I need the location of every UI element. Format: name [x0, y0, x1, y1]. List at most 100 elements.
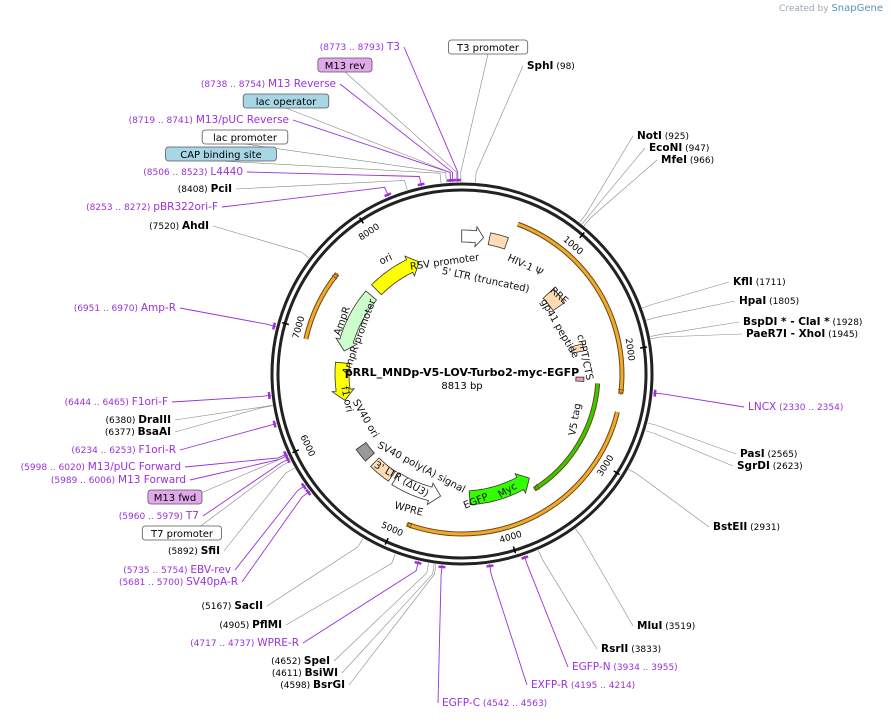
site-exfp-r[interactable]: EXFP-R (4195 .. 4214) [531, 679, 635, 691]
scale-tick-label: 8000 [357, 222, 382, 243]
feature-v5-tag[interactable] [575, 376, 585, 382]
leader-line [285, 553, 396, 626]
label-name: MluI [637, 620, 662, 632]
leader-line [437, 564, 443, 704]
site-pasi[interactable]: PasI (2565) [740, 448, 797, 460]
label-name: SphI [527, 60, 553, 72]
site-m13-puc-forward[interactable]: (5998 .. 6020) M13/pUC Forward [21, 461, 181, 473]
site-t3-promoter[interactable]: T3 promoter [447, 39, 529, 55]
site-mlui[interactable]: MluI (3519) [637, 620, 695, 632]
primer-mark [272, 420, 277, 428]
leader-line [181, 460, 292, 541]
leader-line [223, 467, 295, 552]
leader-line [650, 333, 743, 340]
site-rsrii[interactable]: RsrII (3833) [601, 643, 661, 655]
label-text: (8773 .. 8793) T3 [320, 41, 400, 53]
feature-ori[interactable] [370, 255, 420, 296]
site-bsiwi[interactable]: (4611) BsiWI [272, 667, 338, 679]
scale-tick-label: 5000 [379, 521, 404, 540]
site-kfli[interactable]: KflI (1711) [733, 276, 786, 288]
label-position: (8253 .. 8272) [86, 203, 153, 213]
label-name: BsaAI [138, 426, 171, 438]
site-bspdi-clai[interactable]: BspDI * - ClaI * (1928) [743, 316, 862, 328]
feature-ampr[interactable] [335, 290, 378, 352]
site-pbr322ori-f[interactable]: (8253 .. 8272) pBR322ori-F [86, 201, 218, 213]
scale-tick [281, 321, 290, 326]
site-hpai[interactable]: HpaI (1805) [739, 295, 799, 307]
feature-cppt[interactable] [570, 343, 585, 354]
outer-ring [270, 182, 654, 566]
leader-line [575, 528, 634, 627]
site-t7-promoter[interactable]: T7 promoter [141, 525, 223, 541]
site-bsaai[interactable]: (6377) BsaAI [105, 426, 171, 438]
site-sacii[interactable]: (5167) SacII [202, 600, 263, 612]
leader-line [489, 563, 528, 686]
site-m13-rev[interactable]: M13 rev [317, 57, 373, 73]
label-text: (4598) BsrGI [280, 679, 345, 691]
leader-line [244, 143, 447, 183]
label-position: (3833) [628, 645, 661, 655]
site-f1ori-r[interactable]: (6234 .. 6253) F1ori-R [71, 444, 176, 456]
label-position: (5998 .. 6020) [21, 463, 88, 473]
site-sphi[interactable]: SphI (98) [527, 60, 575, 72]
site-noti[interactable]: NotI (925) [637, 130, 689, 142]
feature-rre[interactable] [542, 288, 566, 312]
label-name: PasI [740, 448, 765, 460]
primer-mark [414, 560, 422, 565]
scale-tick [358, 217, 365, 224]
leader-line [212, 225, 310, 259]
feature-sv40pa[interactable] [355, 442, 375, 462]
feature-f1-ori[interactable] [331, 361, 355, 401]
site-bsrgi[interactable]: (4598) BsrGI [280, 679, 345, 691]
label-position: (4905) [219, 621, 252, 631]
site-pflmi[interactable]: (4905) PflMI [219, 619, 282, 631]
site-wpre-r[interactable]: (4717 .. 4737) WPRE-R [190, 637, 299, 649]
feature-label-sv40-ori: SV40 ori [350, 398, 381, 440]
site-amp-r[interactable]: (6951 .. 6970) Amp-R [74, 302, 176, 314]
label-position: (4652) [271, 657, 304, 667]
site-m13-puc-reverse[interactable]: (8719 .. 8741) M13/pUC Reverse [129, 114, 289, 126]
scale-tick [292, 449, 300, 454]
feature-egfp[interactable] [468, 473, 530, 506]
label-name: T3 promoter [456, 43, 520, 54]
site-paer7i-xhoi[interactable]: PaeR7I - XhoI (1945) [746, 328, 858, 340]
site-sgrdi[interactable]: SgrDI (2623) [737, 460, 803, 472]
site-mfei[interactable]: MfeI (966) [661, 154, 714, 166]
arc-arrowhead [406, 522, 413, 529]
site-m13-reverse[interactable]: (8738 .. 8754) M13 Reverse [201, 78, 336, 90]
site-lac-promoter[interactable]: lac promoter [201, 129, 289, 145]
label-text: (6234 .. 6253) F1ori-R [71, 444, 176, 456]
site-sv40pa-r[interactable]: (5681 .. 5700) SV40pA-R [119, 576, 238, 588]
site-egfp-n[interactable]: EGFP-N (3934 .. 3955) [572, 661, 678, 673]
site-ahdi[interactable]: (7520) AhdI [149, 220, 209, 232]
feature-ltr1[interactable] [487, 232, 509, 250]
label-name: SfiI [201, 545, 220, 557]
site-econi[interactable]: EcoNI (947) [649, 142, 709, 154]
feature-rsv-promoter[interactable] [461, 225, 485, 248]
label-text: HpaI (1805) [739, 295, 799, 307]
site-bsteii[interactable]: BstEII (2931) [713, 521, 780, 533]
site-lncx[interactable]: LNCX (2330 .. 2354) [748, 401, 843, 413]
site-f1ori-f[interactable]: (6444 .. 6465) F1ori-F [65, 396, 168, 408]
site-m13-fwd[interactable]: M13 fwd [147, 489, 203, 505]
site-ebv-rev[interactable]: (5735 .. 5754) EBV-rev [123, 564, 231, 576]
site-sfii[interactable]: (5892) SfiI [168, 545, 220, 557]
site-l4440[interactable]: (8506 .. 8523) L4440 [143, 166, 243, 178]
site-spei[interactable]: (4652) SpeI [271, 655, 330, 667]
feature-wpre[interactable] [391, 472, 442, 506]
site-pcii[interactable]: (8408) PciI [178, 183, 232, 195]
feature-3ltr[interactable] [370, 457, 396, 482]
scale-tick [512, 546, 517, 554]
leader-line [645, 430, 734, 467]
label-text: NotI (925) [637, 130, 689, 142]
primer-mark [521, 555, 529, 560]
site-t7[interactable]: (5960 .. 5979) T7 [119, 510, 199, 522]
site-cap-binding-site[interactable]: CAP binding site [165, 146, 277, 162]
site-egfp-c[interactable]: EGFP-C (4542 .. 4563) [442, 697, 547, 709]
site-draiii[interactable]: (6380) DraIII [106, 414, 172, 426]
leader-line [266, 538, 364, 607]
site-m13-forward[interactable]: (5989 .. 6006) M13 Forward [51, 474, 186, 486]
scale-tick-label: 4000 [498, 530, 523, 546]
site-t3[interactable]: (8773 .. 8793) T3 [320, 41, 400, 53]
site-lac-operator[interactable]: lac operator [242, 93, 330, 109]
